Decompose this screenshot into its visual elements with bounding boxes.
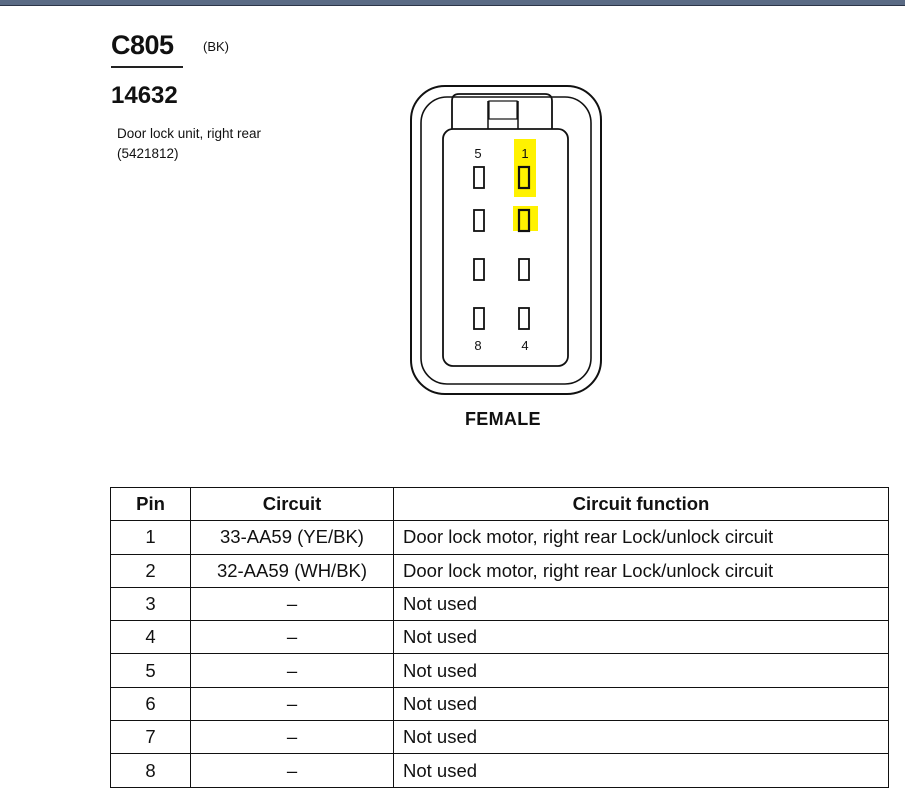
cell-pin: 5: [110, 653, 191, 688]
table-row: 8 – Not used: [110, 753, 889, 788]
header-circuit-function: Circuit function: [393, 486, 889, 522]
part-number: 14632: [111, 82, 178, 109]
connector-code: C805: [111, 30, 174, 60]
table-row: 4 – Not used: [110, 620, 889, 655]
cell-pin: 2: [110, 553, 191, 588]
cell-function: Door lock motor, right rear Lock/unlock …: [393, 520, 889, 555]
cell-function: Door lock motor, right rear Lock/unlock …: [393, 553, 889, 588]
cell-circuit: –: [190, 753, 394, 788]
pin-label-8: 8: [474, 338, 481, 353]
connector-description: Door lock unit, right rear (5421812): [117, 126, 262, 161]
terminal-3: [518, 258, 530, 281]
cell-pin: 3: [110, 586, 191, 622]
connector-outer-shell: [410, 85, 602, 395]
cell-circuit: –: [190, 586, 394, 622]
pin-label-4: 4: [521, 338, 528, 353]
pinout-table: Pin Circuit Circuit function 1 33-AA59 (…: [110, 486, 889, 788]
cell-function: Not used: [393, 653, 889, 688]
latch-tab: [488, 100, 518, 120]
cell-pin: 1: [110, 520, 191, 555]
cell-circuit: –: [190, 653, 394, 688]
connector-inner-shell: [420, 96, 592, 385]
table-header-row: Pin Circuit Circuit function: [110, 486, 889, 522]
header-pin: Pin: [110, 486, 191, 522]
window-top-bar: [0, 0, 905, 6]
cell-pin: 6: [110, 686, 191, 722]
terminal-6: [473, 209, 485, 232]
cell-circuit: 32-AA59 (WH/BK): [190, 553, 394, 588]
cell-function: Not used: [393, 586, 889, 622]
cell-function: Not used: [393, 753, 889, 788]
connector-latch: [451, 93, 553, 129]
table-row: 3 – Not used: [110, 586, 889, 622]
cell-function: Not used: [393, 686, 889, 722]
pin-label-1: 1: [521, 146, 528, 161]
terminal-5: [473, 166, 485, 189]
table-row: 2 32-AA59 (WH/BK) Door lock motor, right…: [110, 553, 889, 588]
table-row: 6 – Not used: [110, 686, 889, 722]
cell-function: Not used: [393, 620, 889, 655]
connector-gender-label: FEMALE: [465, 409, 541, 429]
terminal-2: [517, 208, 531, 233]
terminal-1: [517, 165, 531, 190]
connector-code-underline: [111, 66, 183, 68]
connector-face-diagram: 5 1 8 4: [410, 85, 602, 395]
terminal-cavity-area: [442, 128, 569, 367]
table-row: 1 33-AA59 (YE/BK) Door lock motor, right…: [110, 520, 889, 555]
terminal-8: [473, 307, 485, 330]
terminal-7: [473, 258, 485, 281]
table-row: 7 – Not used: [110, 720, 889, 755]
cell-pin: 7: [110, 720, 191, 755]
cell-circuit: –: [190, 620, 394, 655]
header-circuit: Circuit: [190, 486, 394, 522]
cell-pin: 8: [110, 753, 191, 788]
cell-pin: 4: [110, 620, 191, 655]
cell-circuit: 33-AA59 (YE/BK): [190, 520, 394, 555]
cell-function: Not used: [393, 720, 889, 755]
pin-label-5: 5: [474, 146, 481, 161]
table-row: 5 – Not used: [110, 653, 889, 688]
terminal-4: [518, 307, 530, 330]
connector-color: (BK): [203, 39, 229, 54]
cell-circuit: –: [190, 720, 394, 755]
cell-circuit: –: [190, 686, 394, 722]
